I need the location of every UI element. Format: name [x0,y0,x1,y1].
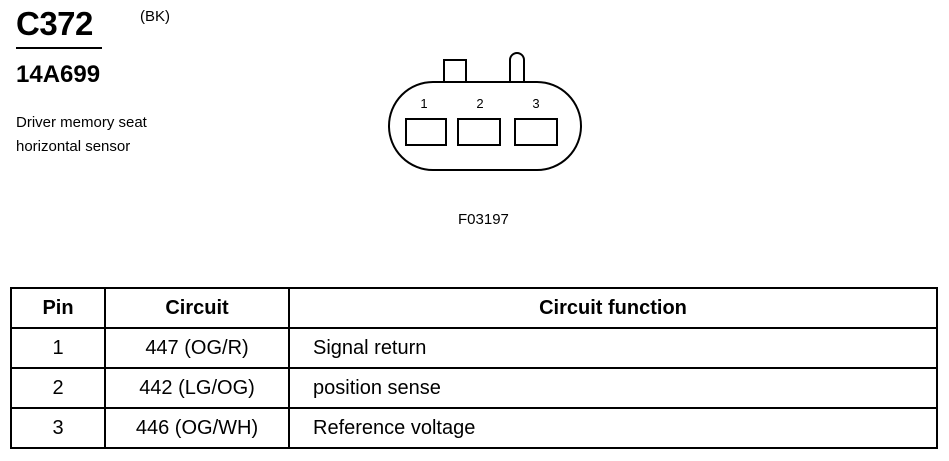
connector-id-underline [16,47,102,49]
cell-circuit: 442 (LG/OG) [104,367,290,409]
header-pin: Pin [10,287,106,329]
pin-label-1: 1 [420,96,427,111]
pin-label-3: 3 [532,96,539,111]
header-circuit: Circuit [104,287,290,329]
figure-code: F03197 [458,211,509,228]
locking-tab-square [443,59,467,85]
table-row: 3 446 (OG/WH) Reference voltage [10,407,938,449]
terminal-cavity-2 [457,118,501,146]
locking-tab-round [509,52,525,84]
cell-circuit-function: position sense [288,367,938,409]
table-row: 1 447 (OG/R) Signal return [10,327,938,369]
connector-id: C372 [16,5,93,42]
connector-color-code: (BK) [140,8,170,25]
header-circuit-function: Circuit function [288,287,938,329]
cell-circuit-function: Signal return [288,327,938,369]
part-number: 14A699 [16,61,101,88]
cell-circuit: 447 (OG/R) [104,327,290,369]
pin-label-2: 2 [476,96,483,111]
description-line-1: Driver memory seat [16,114,147,131]
cell-pin: 2 [10,367,106,409]
cell-circuit-function: Reference voltage [288,407,938,449]
cell-circuit: 446 (OG/WH) [104,407,290,449]
pin-table: Pin Circuit Circuit function 1 447 (OG/R… [10,287,938,449]
cell-pin: 3 [10,407,106,449]
pin-table-header-row: Pin Circuit Circuit function [10,287,938,329]
terminal-cavity-3 [514,118,558,146]
description-line-2: horizontal sensor [16,138,131,155]
cell-pin: 1 [10,327,106,369]
table-row: 2 442 (LG/OG) position sense [10,367,938,409]
connector-face-diagram: 1 2 3 [388,52,582,171]
terminal-cavity-1 [405,118,447,146]
